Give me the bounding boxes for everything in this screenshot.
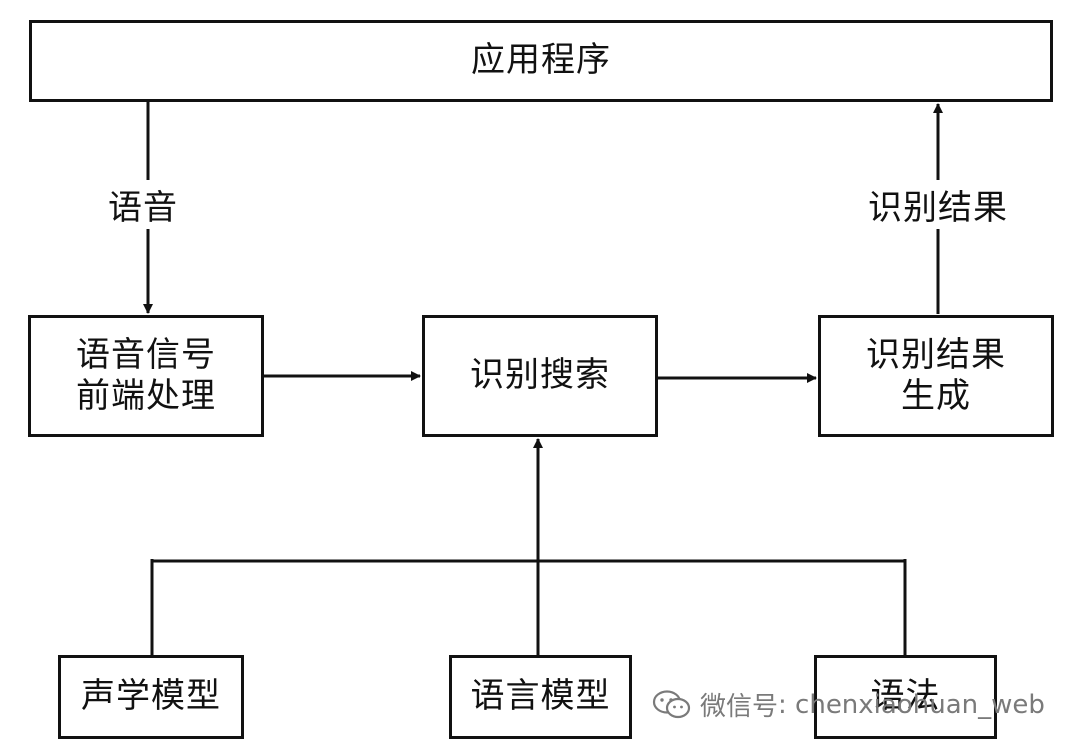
language-model-label: 语言模型: [470, 676, 611, 717]
frontend-label-line1: 语音信号: [76, 334, 216, 375]
recognition-result-edge-label: 识别结果: [868, 180, 1008, 229]
recognition-search-box: 识别搜索: [422, 315, 658, 437]
application-box: 应用程序: [29, 20, 1053, 102]
result-generation-label-line1: 识别结果: [866, 334, 1006, 375]
acoustic-model-label: 声学模型: [81, 676, 221, 717]
language-model-box: 语言模型: [449, 655, 632, 739]
speech-edge-label: 语音: [108, 180, 178, 229]
frontend-label-line2: 前端处理: [76, 376, 216, 416]
result-generation-box: 识别结果 生成: [818, 315, 1054, 437]
recognition-search-label: 识别搜索: [470, 355, 610, 396]
frontend-processing-box: 语音信号 前端处理: [28, 315, 264, 437]
watermark: 微信号: chenxiaohuan_web: [652, 686, 1045, 723]
acoustic-model-box: 声学模型: [58, 655, 244, 739]
grammar-box: 语法: [814, 655, 997, 739]
watermark-account: : chenxiaohuan_web: [778, 689, 1045, 720]
application-label: 应用程序: [471, 40, 611, 81]
watermark-prefix: 微信号: [700, 692, 779, 722]
wechat-icon: [652, 689, 691, 718]
grammar-label: 语法: [870, 676, 941, 717]
result-generation-label-line2: 生成: [901, 376, 971, 416]
